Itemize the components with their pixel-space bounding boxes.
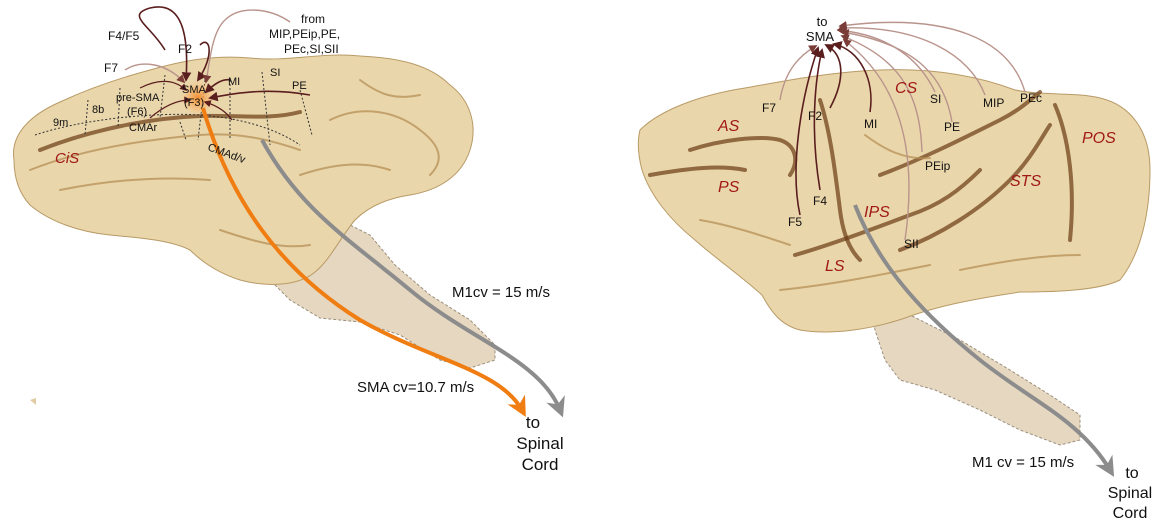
label-f5: F5: [788, 215, 802, 229]
label-sts-sulcus: STS: [1010, 173, 1041, 190]
target-sma: SMA: [806, 29, 835, 44]
label-presma: pre-SMA: [116, 92, 160, 104]
label-ips-sulcus: IPS: [864, 204, 890, 221]
label-presma-f6: (F6): [127, 106, 147, 118]
label-f7: F7: [762, 101, 776, 115]
label-ps-sulcus: PS: [718, 179, 740, 196]
label-ls-sulcus: LS: [825, 258, 845, 275]
label-peip: PEip: [925, 159, 951, 173]
label-pos-sulcus: POS: [1082, 130, 1116, 147]
label-from-line2: MIP,PEip,PE,: [269, 27, 340, 41]
medial-fragment: [30, 398, 36, 405]
medial-brain-view: F4/F5 F2 F7 from MIP,PEip,PE, PEc,SI,SII…: [13, 7, 563, 474]
label-mi: MI: [864, 117, 877, 131]
label-f2: F2: [808, 109, 822, 123]
label-f2: F2: [178, 42, 192, 56]
label-f4: F4: [813, 194, 827, 208]
label-from-line3: PEc,SI,SII: [284, 42, 339, 56]
target-spinal-to: to: [526, 413, 540, 432]
target-spinal-to: to: [1125, 465, 1138, 482]
label-mi: MI: [228, 76, 240, 88]
label-as-sulcus: AS: [717, 118, 740, 135]
label-cmar: CMAr: [129, 122, 157, 134]
target-sma-to: to: [817, 14, 828, 29]
sma-velocity-label: SMA cv=10.7 m/s: [357, 379, 474, 396]
label-from: from: [301, 12, 325, 26]
label-cs-sulcus: CS: [895, 80, 918, 97]
label-pe: PE: [944, 120, 960, 134]
lateral-brain-view: to SMA F7 F2 MI SI MIP PEc PE PEip F4 F5…: [638, 14, 1152, 522]
label-mip: MIP: [983, 96, 1004, 110]
m1-velocity-label: M1cv = 15 m/s: [452, 284, 550, 301]
label-sma: SMA: [182, 84, 207, 96]
label-cis-sulcus: CiS: [55, 150, 79, 167]
m1-velocity-label: M1 cv = 15 m/s: [972, 454, 1074, 471]
label-pec: PEc: [1020, 91, 1042, 105]
label-si: SI: [930, 92, 941, 106]
medial-hemisphere: [13, 55, 473, 284]
label-8b: 8b: [92, 104, 104, 116]
label-sii: SII: [904, 237, 919, 251]
label-pe: PE: [292, 80, 307, 92]
lateral-brainstem: [870, 300, 1080, 445]
target-cord: Cord: [522, 455, 559, 474]
label-f4f5: F4/F5: [108, 29, 140, 43]
target-spinal: Spinal: [516, 434, 563, 453]
label-f7: F7: [104, 61, 118, 75]
label-9m: 9m: [53, 117, 68, 129]
target-cord: Cord: [1113, 505, 1148, 522]
label-sma-f3: (F3): [184, 97, 204, 109]
label-si: SI: [270, 67, 280, 79]
target-spinal: Spinal: [1108, 485, 1152, 502]
